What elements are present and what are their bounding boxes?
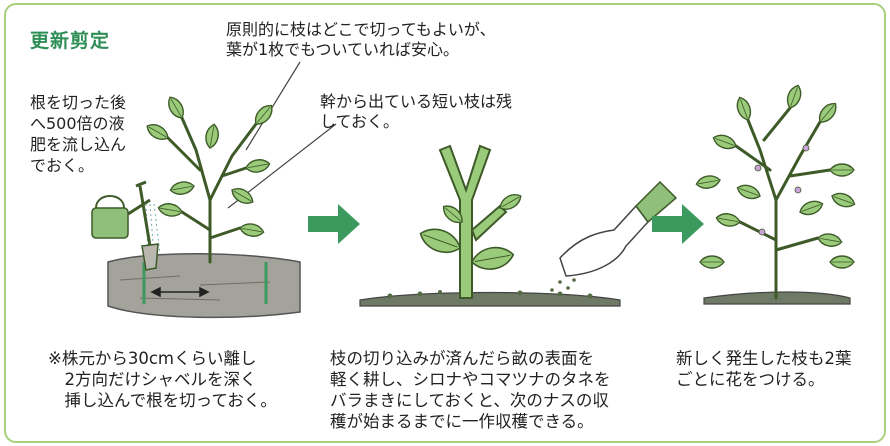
hand-icon [550, 180, 678, 292]
distance-arrow [150, 286, 210, 298]
shovel-icon [135, 180, 159, 271]
panel-2-plant [359, 144, 678, 307]
step-arrow-1 [308, 204, 360, 244]
figure-title: 更新剪定 [30, 30, 111, 52]
fertilizer-note: 根を切った後 へ500倍の液 肥を流し込ん でおく。 [30, 93, 127, 175]
pruning-note: 原則的に枝はどこで切ってもよいが、 葉が1枚でもついていれば安心。 [226, 20, 496, 59]
panel-3-plant [694, 82, 858, 305]
step-arrow-2 [652, 204, 704, 244]
short-branch-note: 幹から出ている短い枝は残 しておく。 [320, 92, 513, 131]
caption-step-2: 枝の切り込みが済んだら畝の表面を 軽く耕し、シロナやコマツナのタネを バラまきに… [330, 349, 611, 431]
panel-1-plant [91, 93, 301, 319]
leader-lines [227, 61, 337, 209]
caption-step-1: ※株元から30cmくらい離し 2方向だけシャベルを深く 挿し込んで根を切っておく… [48, 349, 277, 410]
caption-step-3: 新しく発生した枝も2葉 ごとに花をつける。 [676, 349, 852, 389]
